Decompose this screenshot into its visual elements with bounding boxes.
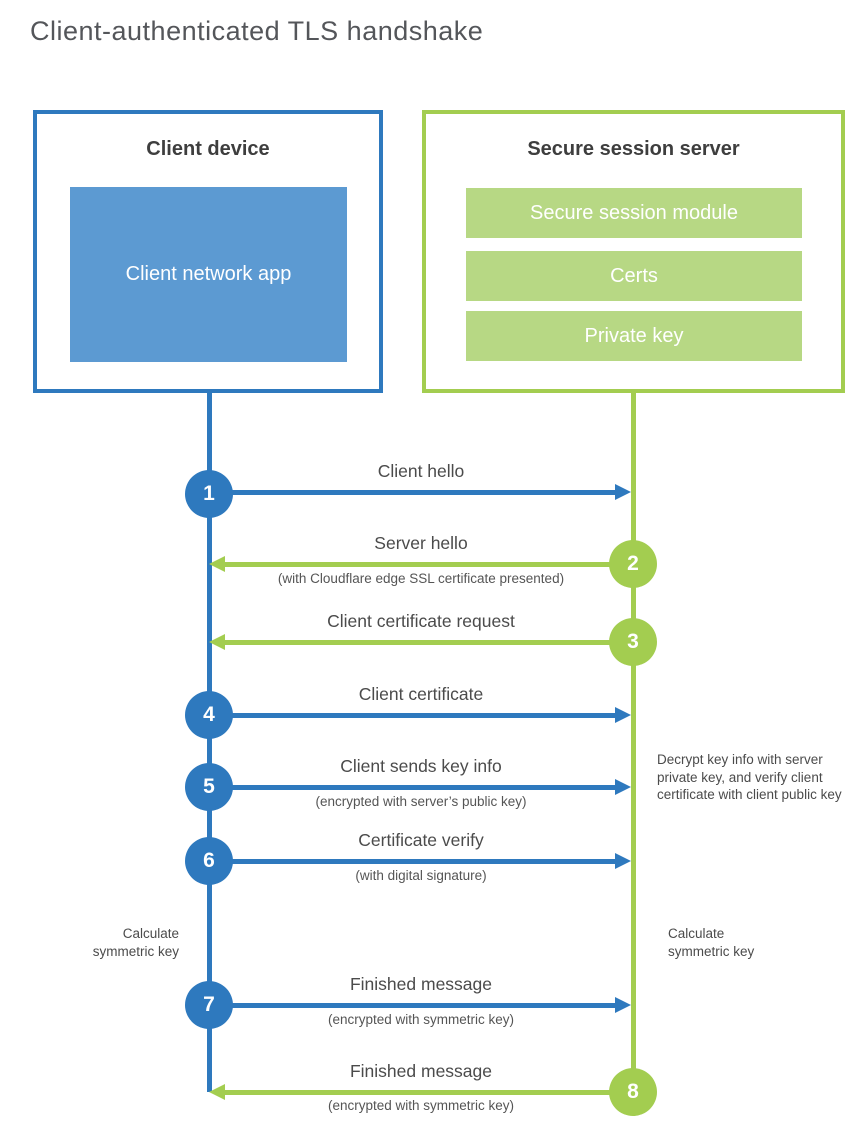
arrow-right-certificate-verify: [211, 853, 631, 869]
secure-session-server-title: Secure session server: [527, 138, 740, 160]
step-circle-6: 6: [185, 837, 233, 885]
step-circle-3: 3: [609, 618, 657, 666]
message-sublabel-server-hello: (with Cloudflare edge SSL certificate pr…: [277, 571, 565, 586]
arrow-left-server-hello: [209, 556, 611, 572]
message-label-client-sends-key-info: Client sends key info: [340, 756, 502, 776]
calculate-symmetric-key-server-note: Calculate symmetric key: [668, 926, 755, 959]
client-network-app-box: Client network app: [70, 187, 347, 362]
server-module-secure-session: Secure session module: [466, 188, 802, 238]
server-module-private-key: Private key: [466, 311, 802, 361]
message-label-certificate-verify: Certificate verify: [358, 830, 484, 850]
arrow-left-finished-message: [209, 1084, 611, 1100]
arrow-right-client-certificate: [211, 707, 631, 723]
page-title: Client-authenticated TLS handshake: [30, 16, 484, 46]
step-circle-1: 1: [185, 470, 233, 518]
client-device-box: Client device Client network app: [33, 110, 383, 393]
server-module-label: Private key: [584, 324, 684, 347]
message-label-client-certificate: Client certificate: [358, 684, 484, 704]
step-circle-7: 7: [185, 981, 233, 1029]
client-device-title: Client device: [146, 138, 270, 160]
decrypt-key-info-note: Decrypt key info with server private key…: [657, 752, 842, 802]
arrow-right-finished-message: [211, 997, 631, 1013]
message-sublabel-finished-message-server: (encrypted with symmetric key): [327, 1098, 515, 1113]
client-lifeline: [207, 393, 212, 1092]
message-label-client-hello: Client hello: [377, 461, 465, 481]
step-circle-8: 8: [609, 1068, 657, 1116]
secure-session-server-box: Secure session server Secure session mod…: [422, 110, 845, 393]
arrow-left-client-certificate-request: [209, 634, 611, 650]
message-sublabel-certificate-verify: (with digital signature): [355, 868, 487, 883]
server-module-certs: Certs: [466, 251, 802, 301]
message-label-finished-message-client: Finished message: [349, 974, 493, 994]
arrow-right-client-sends-key-info: [211, 779, 631, 795]
arrow-right-client-hello: [211, 484, 631, 500]
server-module-label: Certs: [610, 264, 658, 287]
message-label-client-certificate-request: Client certificate request: [327, 611, 515, 631]
step-circle-4: 4: [185, 691, 233, 739]
message-label-server-hello: Server hello: [374, 533, 468, 553]
message-label-finished-message-server: Finished message: [349, 1061, 493, 1081]
step-circle-2: 2: [609, 540, 657, 588]
server-module-label: Secure session module: [530, 201, 738, 224]
server-lifeline: [631, 393, 636, 1092]
message-sublabel-finished-message-client: (encrypted with symmetric key): [327, 1012, 515, 1027]
message-sublabel-client-sends-key-info: (encrypted with server’s public key): [315, 794, 527, 809]
step-circle-5: 5: [185, 763, 233, 811]
calculate-symmetric-key-client-note: Calculate symmetric key: [92, 926, 179, 959]
client-network-app-label: Client network app: [125, 263, 292, 285]
